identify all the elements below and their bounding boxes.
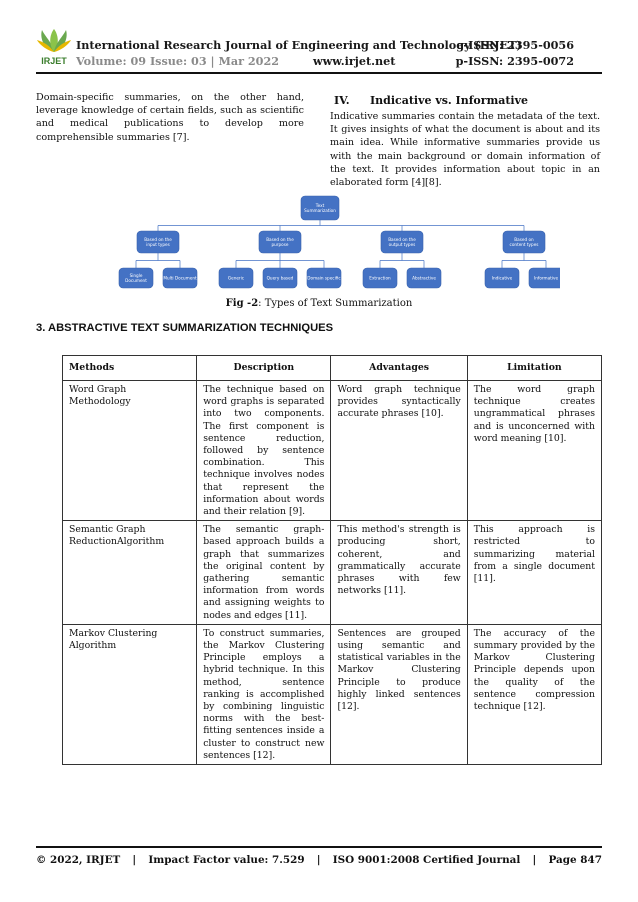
cell-description: The semantic graph-based approach builds… — [196, 520, 332, 625]
diagram-node-label: content types — [510, 242, 539, 247]
cell-description: To construct summaries, the Markov Clust… — [196, 623, 332, 766]
diagram-node-informative: Informative — [528, 267, 560, 289]
diagram-node-label: Single — [130, 273, 143, 278]
footer-impact-factor: Impact Factor value: 7.529 — [148, 854, 305, 866]
diagram-node-abstractive: Abstractive — [406, 267, 442, 289]
cell-advantages: Sentences are grouped using semantic and… — [330, 623, 468, 766]
section-heading-techniques: 3. ABSTRACTIVE TEXT SUMMARIZATION TECHNI… — [36, 322, 334, 334]
diagram-node-label: Based on the — [144, 237, 172, 242]
diagram-node-label: Indicative — [492, 276, 513, 281]
diagram-node-label: Informative — [534, 276, 559, 281]
footer-separator: | — [132, 854, 137, 866]
header-methods: Methods — [61, 355, 198, 381]
diagram-node-label: output types — [389, 242, 416, 247]
cell-advantages: This method's strength is producing shor… — [330, 520, 468, 625]
volume-issue: Volume: 09 Issue: 03 | Mar 2022 — [76, 54, 280, 68]
table-header-row: Methods Description Advantages Limitatio… — [61, 355, 603, 381]
footer-iso: ISO 9001:2008 Certified Journal — [332, 854, 521, 866]
diagram-node-label: Domain specific — [307, 276, 341, 281]
diagram-node-generic: Generic — [218, 267, 254, 289]
cell-advantages: Word graph technique provides syntactica… — [330, 379, 468, 522]
diagram-node-extraction: Extraction — [362, 267, 398, 289]
cell-limitation: The word graph technique creates ungramm… — [466, 379, 603, 522]
diagram-node-label: Summarization — [304, 208, 336, 213]
diagram-node-label: Extraction — [369, 276, 391, 281]
diagram-node-multi-document: Multi Document — [162, 267, 198, 289]
diagram-node-label: Based on the — [266, 237, 294, 242]
footer-rule — [36, 846, 602, 848]
header-limitation: Limitation — [466, 355, 603, 381]
diagram-node-label: purpose — [271, 242, 288, 247]
heading-number: IV. — [334, 94, 350, 107]
website-link[interactable]: www.irjet.net — [313, 54, 396, 68]
header-description: Description — [196, 355, 332, 381]
table-row: Markov Clustering Algorithm To construct… — [61, 623, 603, 766]
irjet-logo: IRJET — [37, 29, 71, 66]
journal-title: International Research Journal of Engine… — [76, 38, 522, 52]
table-row: Word Graph Methodology The technique bas… — [61, 379, 603, 522]
figure-caption: Fig -2: Types of Text Summarization — [0, 298, 638, 309]
footer-page-number: Page 847 — [548, 854, 602, 866]
footer-separator: | — [532, 854, 537, 866]
diagram-node-query-based: Query based — [262, 267, 298, 289]
cell-description: The technique based on word graphs is se… — [196, 379, 332, 522]
footer-separator: | — [316, 854, 321, 866]
diagram-node-indicative: Indicative — [484, 267, 520, 289]
e-issn: e-ISSN: 2395-0056 — [456, 38, 574, 52]
p-issn: p-ISSN: 2395-0072 — [455, 54, 574, 68]
cell-method: Markov Clustering Algorithm — [61, 623, 198, 766]
techniques-table: Methods Description Advantages Limitatio… — [61, 355, 603, 766]
diagram-node-label: Multi Document — [163, 276, 197, 281]
cell-limitation: This approach is restricted to summarizi… — [466, 520, 603, 625]
diagram-node-label: Based on the — [388, 237, 416, 242]
table-row: Semantic Graph ReductionAlgorithm The se… — [61, 520, 603, 625]
diagram-node-label: Document — [125, 278, 147, 283]
cell-limitation: The accuracy of the summary provided by … — [466, 623, 603, 766]
diagram-node-label: Query based — [267, 276, 294, 281]
heading-text: Indicative vs. Informative — [370, 94, 528, 107]
page-footer: © 2022, IRJET | Impact Factor value: 7.5… — [36, 854, 602, 866]
diagram-node-label: Text — [315, 203, 325, 208]
header-rule — [36, 72, 602, 74]
cell-method: Word Graph Methodology — [61, 379, 198, 522]
logo-text: IRJET — [41, 56, 67, 66]
diagram-node-domain-specific: Domain specific — [306, 267, 341, 289]
header-advantages: Advantages — [330, 355, 468, 381]
footer-copyright: © 2022, IRJET — [36, 854, 121, 866]
diagram-node-label: Based on — [514, 237, 534, 242]
right-column-paragraph: Indicative summaries contain the metadat… — [330, 111, 600, 189]
figure-caption-text: : Types of Text Summarization — [258, 298, 413, 309]
diagram-node-label: Abstractive — [412, 276, 436, 281]
diagram-node-label: input types — [146, 242, 170, 247]
cell-method: Semantic Graph ReductionAlgorithm — [61, 520, 198, 625]
diagram-node-label: Generic — [228, 276, 245, 281]
left-column-paragraph: Domain-specific summaries, on the other … — [36, 92, 304, 143]
figure-caption-label: Fig -2 — [225, 298, 259, 309]
section-heading-indicative: IV. Indicative vs. Informative — [334, 94, 528, 107]
